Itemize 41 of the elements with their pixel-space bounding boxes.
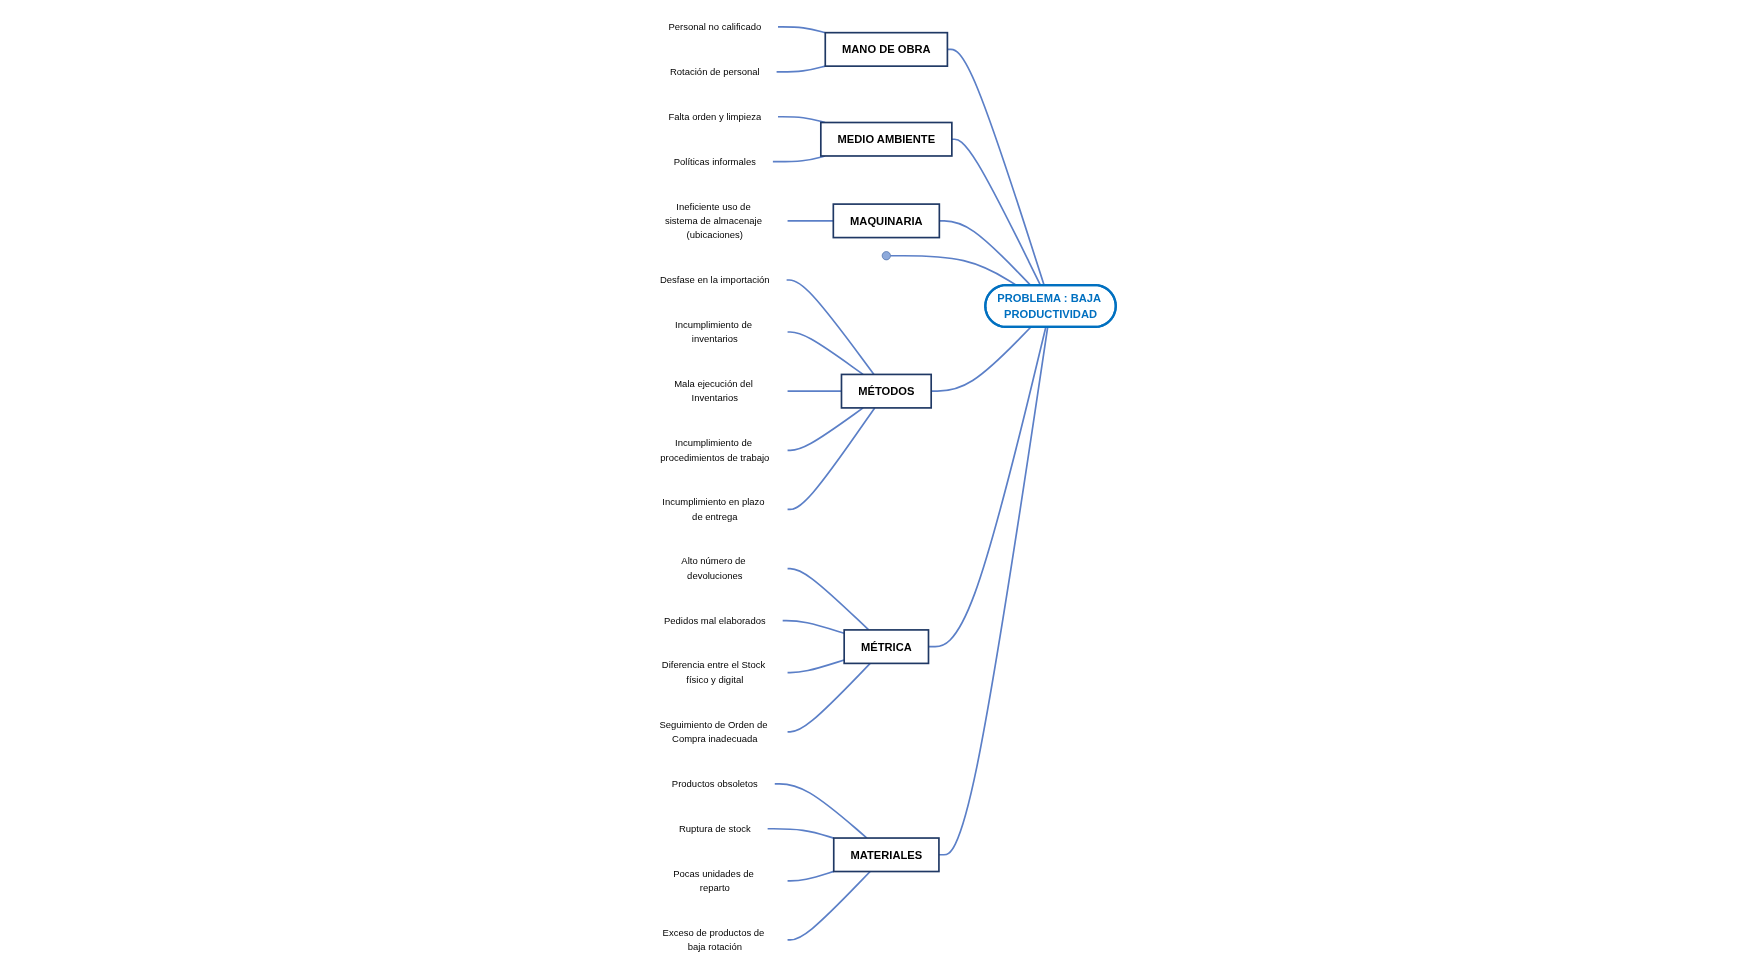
connector (786, 567, 870, 631)
node-box: MATERIALES (832, 836, 940, 872)
node-text: Ineficiente uso de sistema de almacenaje (ubicaciones) (664, 200, 762, 240)
connector (786, 406, 876, 510)
node-box: MEDIO AMBIENTE (820, 121, 953, 157)
node-text: Pedidos mal elaborados (663, 614, 766, 626)
node-text: Incumplimiento en plazo de entrega (662, 496, 765, 522)
connector (786, 870, 871, 941)
node-text: Incumplimiento de inventarios (675, 318, 752, 344)
connector (773, 782, 868, 839)
node-text: Personal no calificado (668, 21, 762, 32)
node-box: MANO DE OBRA (824, 31, 949, 67)
node-text: Falta orden y limpieza (668, 110, 762, 122)
node-box: MÉTODOS (840, 373, 933, 409)
node-text: Seguimiento de Orden de Compra inadecuada (659, 718, 768, 744)
node-text: Políticas informales (673, 155, 756, 167)
connector (777, 115, 826, 123)
node-text: Ruptura de stock (678, 822, 751, 834)
node-text: Mala ejecución del Inventarios (674, 378, 753, 403)
node-text: Rotación de personal (669, 65, 760, 77)
connector (786, 330, 864, 375)
node-text: Pocas unidades de reparto (673, 867, 754, 893)
connector (766, 827, 835, 839)
node-crescent (881, 250, 891, 260)
node-text: Diferencia entre el Stock físico y digital (661, 659, 766, 685)
node-box: MAQUINARIA (832, 202, 941, 238)
node-text: Alto número de devoluciones (681, 555, 746, 581)
connector (786, 662, 871, 733)
connector (771, 154, 826, 163)
connector (775, 64, 827, 73)
node-text: Incumplimiento de procedimientos de trabajo (660, 437, 770, 463)
connector (786, 406, 864, 451)
node-box: MÉTRICA (843, 628, 930, 664)
connector (785, 278, 875, 375)
node-text: Desfase en la importación (659, 274, 770, 285)
node-text: Exceso de productos de baja rotación (662, 926, 765, 952)
connector (786, 870, 835, 882)
connector (781, 619, 845, 634)
connector (786, 658, 845, 673)
node-text: Productos obsoletos (671, 777, 758, 789)
connector (777, 25, 827, 34)
